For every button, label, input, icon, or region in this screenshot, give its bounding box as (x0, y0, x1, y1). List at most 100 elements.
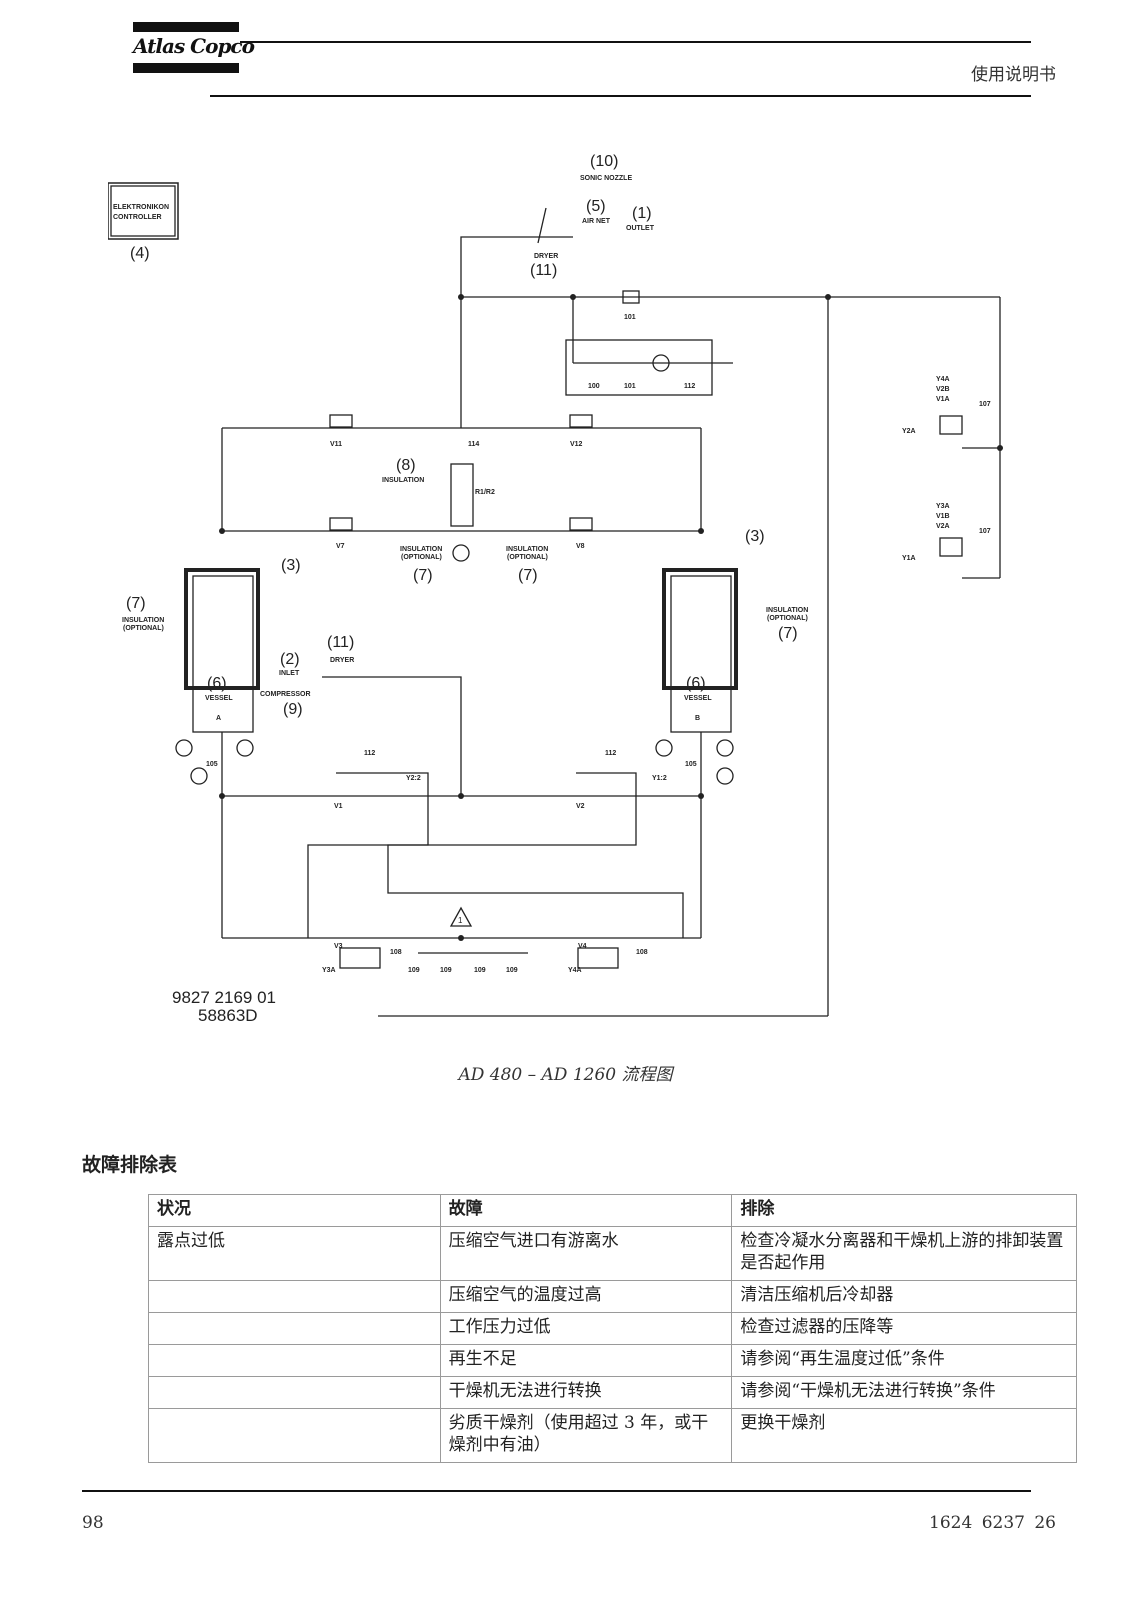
label-b: B (695, 715, 700, 722)
label-v8: V8 (576, 543, 585, 550)
footer-rule (82, 1490, 1031, 1492)
figure-caption: AD 480 – AD 1260 流程图 (458, 1065, 673, 1085)
logo-text: Atlas Copco (133, 34, 255, 58)
table-cell: 再生不足 (439, 1344, 733, 1377)
table-cell: 干燥机无法进行转换 (439, 1376, 733, 1409)
label-10: (10) (590, 153, 618, 170)
tag-109d: 109 (506, 967, 518, 974)
tag-105b: 105 (685, 761, 697, 768)
label-insulation-vessel-right: INSULATION (766, 607, 808, 614)
label-v1: V1 (334, 803, 343, 810)
label-4: (4) (130, 245, 150, 262)
table-cell: 工作压力过低 (439, 1312, 733, 1345)
table-row: 压缩空气的温度过高 清洁压缩机后冷却器 (148, 1280, 1077, 1313)
label-3-left: (3) (281, 557, 301, 574)
table-cell: 更换干燥剂 (731, 1408, 1077, 1463)
label-insulation-opt-right: INSULATION (506, 546, 548, 553)
table-cell: 检查冷凝水分离器和干燥机上游的排卸装置是否起作用 (731, 1226, 1077, 1281)
tag-112a: 112 (684, 383, 695, 390)
label-v2: V2 (576, 803, 585, 810)
label-v1a: V1A (936, 396, 950, 403)
label-optional-right: (OPTIONAL) (507, 554, 548, 561)
table-cell: 劣质干燥剂（使用超过 3 年，或干燥剂中有油） (439, 1408, 733, 1463)
label-optional-vessel-right: (OPTIONAL) (767, 615, 808, 622)
label-6-right: (6) (686, 675, 706, 692)
label-2: (2) (280, 651, 300, 668)
label-y2-2: Y2:2 (406, 775, 421, 782)
label-a: A (216, 715, 221, 722)
table-cell: 请参阅“再生温度过低”条件 (731, 1344, 1077, 1377)
label-v2a: V2A (936, 523, 950, 530)
label-insulation-vessel-left: INSULATION (122, 617, 164, 624)
drawing-code: 58863D (198, 1006, 258, 1025)
table-row: 露点过低 压缩空气进口有游离水 检查冷凝水分离器和干燥机上游的排卸装置是否起作用 (148, 1226, 1077, 1281)
label-v2b: V2B (936, 386, 950, 393)
label-vessel-right: VESSEL (684, 695, 712, 702)
controller-label-2: CONTROLLER (113, 214, 162, 221)
label-y3a: Y3A (322, 967, 336, 974)
table-cell: 压缩空气的温度过高 (439, 1280, 733, 1313)
tag-107a: 107 (979, 401, 991, 408)
label-vessel-left: VESSEL (205, 695, 233, 702)
tag-108b: 108 (636, 949, 648, 956)
label-v7: V7 (336, 543, 345, 550)
table-cell (148, 1344, 441, 1377)
atlas-copco-logo: Atlas Copco (133, 22, 255, 74)
drawing-number: 9827 2169 01 (172, 988, 276, 1007)
label-dryer-top: DRYER (534, 253, 558, 260)
label-r1r2: R1/R2 (475, 489, 495, 496)
tag-101b: 101 (624, 383, 636, 390)
table-row: 干燥机无法进行转换 请参阅“干燥机无法进行转换”条件 (148, 1376, 1077, 1409)
page-number: 98 (82, 1513, 104, 1533)
label-3-right: (3) (745, 528, 765, 545)
tag-107b: 107 (979, 528, 991, 535)
table-cell: 请参阅“干燥机无法进行转换”条件 (731, 1376, 1077, 1409)
controller-label-1: ELEKTRONIKON (113, 204, 169, 211)
label-9: (9) (283, 701, 303, 718)
table-cell (148, 1376, 441, 1409)
label-inlet: INLET (279, 670, 300, 677)
label-v3: V3 (334, 943, 343, 950)
label-1: (1) (632, 205, 652, 222)
table-cell: 检查过滤器的压降等 (731, 1312, 1077, 1345)
table-cell (148, 1280, 441, 1313)
label-air-net: AIR NET (582, 218, 611, 225)
label-compressor: COMPRESSOR (260, 691, 311, 698)
label-7-mid-right: (7) (518, 567, 538, 584)
label-y4a: Y4A (568, 967, 582, 974)
label-v1b: V1B (936, 513, 950, 520)
tag-100: 100 (588, 383, 600, 390)
label-6-left: (6) (207, 675, 227, 692)
document-title: 使用说明书 (971, 65, 1056, 85)
tag-109c: 109 (474, 967, 486, 974)
label-v12: V12 (570, 441, 583, 448)
table-cell (148, 1312, 441, 1345)
label-7-right: (7) (778, 625, 798, 642)
tag-101a: 101 (624, 314, 636, 321)
table-row: 再生不足 请参阅“再生温度过低”条件 (148, 1344, 1077, 1377)
table-cell: 压缩空气进口有游离水 (439, 1226, 733, 1281)
label-insulation-opt-left: INSULATION (400, 546, 442, 553)
label-insulation-center: INSULATION (382, 477, 424, 484)
flow-diagram: ELEKTRONIKON CONTROLLER (4) (10) SONIC N… (108, 153, 1003, 1025)
document-code: 1624 6237 26 (929, 1513, 1056, 1533)
tag-109b: 109 (440, 967, 452, 974)
tag-114: 114 (468, 441, 479, 448)
tag-112b: 112 (364, 750, 375, 757)
troubleshooting-table: 状况 故障 排除 露点过低 压缩空气进口有游离水 检查冷凝水分离器和干燥机上游的… (148, 1194, 1077, 1463)
table-cell (148, 1408, 441, 1463)
label-sonic-nozzle: SONIC NOZZLE (580, 175, 632, 182)
label-optional-left: (OPTIONAL) (401, 554, 442, 561)
label-y2a: Y2A (902, 428, 916, 435)
label-7-left: (7) (126, 595, 146, 612)
label-v4: V4 (578, 943, 587, 950)
label-11-mid: (11) (327, 634, 354, 651)
tag-112c: 112 (605, 750, 616, 757)
label-5: (5) (586, 198, 606, 215)
header-fault: 故障 (439, 1194, 733, 1227)
label-y1-2: Y1:2 (652, 775, 667, 782)
header-rule-bottom (210, 95, 1031, 97)
label-dryer-mid: DRYER (330, 657, 354, 664)
label-y1a: Y1A (902, 555, 916, 562)
label-optional-vessel-left: (OPTIONAL) (123, 625, 164, 632)
